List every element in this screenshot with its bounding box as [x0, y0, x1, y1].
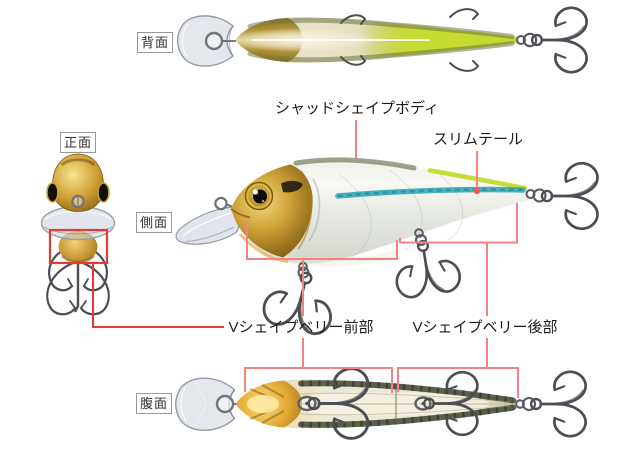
view-label-side: 側面 — [136, 212, 172, 233]
diving-lip-top — [176, 15, 236, 67]
view-label-belly: 腹面 — [136, 393, 172, 414]
callout-annotations — [48, 120, 519, 398]
belly-hanger-icon — [414, 228, 424, 238]
view-label-back: 背面 — [137, 32, 173, 53]
tail-eyelet-icon — [516, 35, 526, 45]
line-tie-icon — [215, 394, 235, 414]
split-ring-icon — [532, 188, 547, 203]
lure-front-view — [40, 153, 116, 316]
callout-dot-slim-tail — [473, 187, 481, 195]
line-tie-icon — [214, 196, 228, 211]
hook-points-top — [340, 8, 480, 72]
eye-icon — [244, 181, 274, 211]
eye-icon — [97, 182, 110, 203]
split-ring-icon — [522, 32, 538, 48]
diving-lip-belly — [175, 377, 238, 431]
treble-hook-icon — [530, 6, 588, 74]
bracket-v-belly-front-side — [246, 222, 398, 260]
treble-hook-icon — [540, 161, 599, 231]
callout-label-shad-body: シャッドシェイプボディ — [275, 100, 439, 117]
callout-label-v-belly-rear: Vシェイプベリー後部 — [412, 319, 558, 336]
callout-label-v-belly-front: Vシェイプベリー前部 — [228, 319, 374, 336]
bracket-v-belly-front-bottom — [244, 367, 393, 393]
lure-side-view — [175, 157, 599, 339]
v-keel-chevrons — [249, 384, 285, 424]
line-tie-icon — [204, 31, 224, 51]
split-ring-icon — [521, 396, 537, 412]
highlight-box-front-belly — [48, 228, 109, 265]
scale-texture — [339, 169, 464, 259]
treble-hook-icon — [529, 370, 587, 438]
view-label-front: 正面 — [60, 132, 96, 153]
eye-icon — [46, 182, 59, 203]
diving-lip-side — [175, 206, 240, 245]
split-ring-icon — [414, 233, 428, 247]
lure-back-view — [176, 6, 588, 74]
treble-hook-icon — [389, 234, 464, 301]
bracket-v-belly-rear-side — [399, 203, 518, 244]
front-hooks — [46, 245, 110, 316]
connector-front-belly — [92, 263, 224, 328]
bracket-v-belly-rear-bottom — [397, 367, 519, 398]
callout-label-slim-tail: スリムテール — [432, 131, 524, 148]
lure-belly-view — [175, 367, 587, 440]
